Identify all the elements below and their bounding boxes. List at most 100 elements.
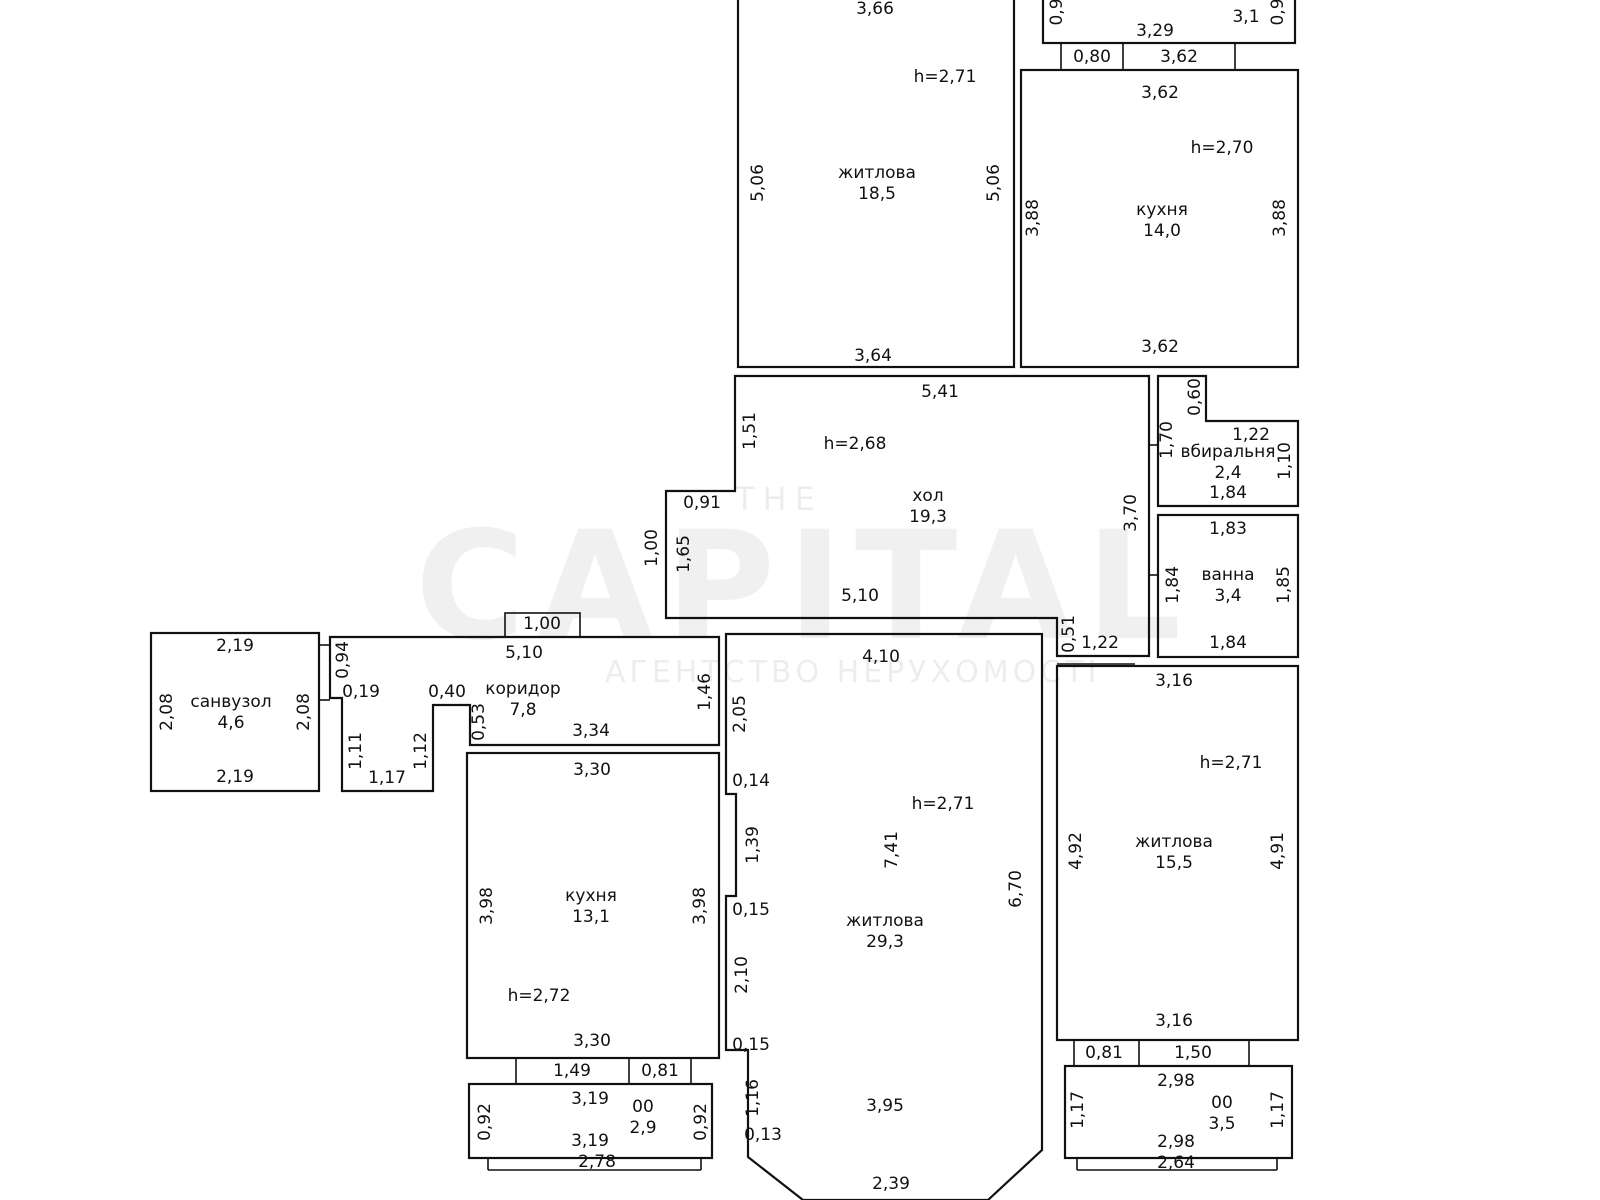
- dim-label: 6,70: [1006, 870, 1026, 908]
- dim-label: 5,10: [505, 643, 543, 663]
- room-outline-living-big: [724, 632, 1044, 1200]
- dim-label: 0,81: [1085, 1043, 1123, 1063]
- dim-label: 4,91: [1268, 832, 1288, 870]
- room-name-bath: ванна: [1201, 565, 1254, 585]
- dim-label: 0,92: [475, 1103, 495, 1141]
- room-outline-bath: [1156, 513, 1300, 659]
- dim-label: 0,40: [428, 682, 466, 702]
- dim-label: 1,17: [1068, 1091, 1088, 1129]
- dim-label: 3,98: [690, 887, 710, 925]
- room-outline-balcony-left: [467, 1082, 714, 1160]
- dim-label: 2,08: [157, 693, 177, 731]
- room-area-living-right: 15,5: [1155, 853, 1193, 873]
- dim-label: 0,51: [1059, 615, 1079, 653]
- room-area-balcony-left: 2,9: [629, 1118, 656, 1138]
- dim-label: 1,83: [1209, 519, 1247, 539]
- dimension-labels-vertical: 5,06 5,06 0,9 0,9 3,88 3,88 1,51 1,00 1,…: [157, 0, 1295, 1141]
- dim-label: 0,91: [683, 493, 721, 513]
- dim-label: 1,10: [1275, 442, 1295, 480]
- room-height-kitchen-top: h=2,70: [1191, 138, 1254, 158]
- room-outline-hall: [664, 374, 1151, 658]
- room-name-sanuzol: санвузол: [190, 692, 271, 712]
- dim-label: 0,15: [732, 900, 770, 920]
- room-area-bath: 3,4: [1214, 586, 1241, 606]
- room-name-living-right: житлова: [1135, 832, 1213, 852]
- room-name-kitchen-top: кухня: [1136, 200, 1188, 220]
- dim-label: 3,88: [1270, 199, 1290, 237]
- dim-label: 0,15: [732, 1035, 770, 1055]
- dim-label: 0,19: [342, 682, 380, 702]
- dim-label: 1,00: [642, 529, 662, 567]
- dim-label: 1,46: [695, 673, 715, 711]
- room-name-balcony-left: 00: [632, 1097, 654, 1117]
- dim-label: 4,92: [1066, 832, 1086, 870]
- dim-label: 3,34: [572, 721, 610, 741]
- dim-label: 1,22: [1232, 425, 1270, 445]
- dim-label: 1,12: [411, 732, 431, 770]
- room-height-kitchen-bottom: h=2,72: [508, 986, 571, 1006]
- dim-label: 1,70: [1157, 421, 1177, 459]
- dim-label: 2,39: [872, 1174, 910, 1194]
- room-name-corridor: коридор: [485, 679, 560, 699]
- dim-label: 3,16: [1155, 671, 1193, 691]
- dim-label: 3,16: [1155, 1011, 1193, 1031]
- room-area-balcony-right: 3,5: [1208, 1114, 1235, 1134]
- dim-label: 5,10: [841, 586, 879, 606]
- room-name-kitchen-bottom: кухня: [565, 886, 617, 906]
- dim-label: 7,41: [882, 831, 902, 869]
- room-area-living-top: 18,5: [858, 184, 896, 204]
- room-name-hall: хол: [912, 486, 943, 506]
- dim-label: 1,17: [368, 768, 406, 788]
- dim-label: 1,49: [553, 1061, 591, 1081]
- room-height-living-big: h=2,71: [912, 794, 975, 814]
- dim-label: 1,50: [1174, 1043, 1212, 1063]
- dim-label: 3,19: [571, 1131, 609, 1151]
- dim-label: 3,98: [477, 887, 497, 925]
- dim-label: 0,13: [744, 1125, 782, 1145]
- dim-label: 3,62: [1160, 47, 1198, 67]
- dim-label: 0,81: [641, 1061, 679, 1081]
- dim-label: 0,53: [469, 703, 489, 741]
- room-name-living-top: житлова: [838, 163, 916, 183]
- dim-label: 1,84: [1163, 566, 1183, 604]
- dim-label: 0,14: [732, 771, 770, 791]
- room-outline-wc: [1156, 374, 1300, 508]
- dim-label: 0,60: [1185, 378, 1205, 416]
- dim-label: 3,62: [1141, 337, 1179, 357]
- room-area-living-big: 29,3: [866, 932, 904, 952]
- dim-label: 1,85: [1274, 566, 1294, 604]
- dim-label: 3,19: [571, 1089, 609, 1109]
- room-height-living-right: h=2,71: [1200, 753, 1263, 773]
- room-height-living-top: h=2,71: [914, 67, 977, 87]
- dim-label: 1,11: [346, 732, 366, 770]
- room-area-kitchen-bottom: 13,1: [572, 907, 610, 927]
- dim-label: 1,39: [743, 826, 763, 864]
- dim-label: 1,84: [1209, 633, 1247, 653]
- dim-label: 2,98: [1157, 1132, 1195, 1152]
- dim-label: 5,06: [748, 164, 768, 202]
- dim-label: 0,94: [333, 641, 353, 679]
- room-outline-corridor: [328, 635, 721, 793]
- dim-label: 1,17: [1268, 1091, 1288, 1129]
- dim-label: 1,51: [740, 412, 760, 450]
- dim-label: 5,06: [984, 164, 1004, 202]
- room-area-corridor: 7,8: [509, 700, 536, 720]
- room-area-balcony-top: 3,1: [1232, 7, 1259, 27]
- dim-label: 3,70: [1121, 494, 1141, 532]
- dim-label: 1,00: [523, 614, 561, 634]
- room-name-wc: вбиральня: [1181, 442, 1276, 462]
- dim-label: 3,88: [1023, 199, 1043, 237]
- dim-label: 3,95: [866, 1096, 904, 1116]
- dim-label: 2,98: [1157, 1071, 1195, 1091]
- dim-label: 2,08: [294, 693, 314, 731]
- dim-label: 1,22: [1081, 633, 1119, 653]
- dim-label: 2,10: [732, 956, 752, 994]
- dim-label: 5,41: [921, 382, 959, 402]
- dim-label: 3,29: [1136, 21, 1174, 41]
- dimension-labels: 3,66 3,64 3,29 0,80 3,62 3,62 3,62 5,41 …: [216, 0, 1270, 1194]
- room-name-living-big: житлова: [846, 911, 924, 931]
- room-labels: житлова 18,5 h=2,71 кухня 14,0 h=2,70 хо…: [190, 7, 1275, 1138]
- dim-label: 3,66: [856, 0, 894, 19]
- room-outline-kitchen-top: [1019, 68, 1300, 369]
